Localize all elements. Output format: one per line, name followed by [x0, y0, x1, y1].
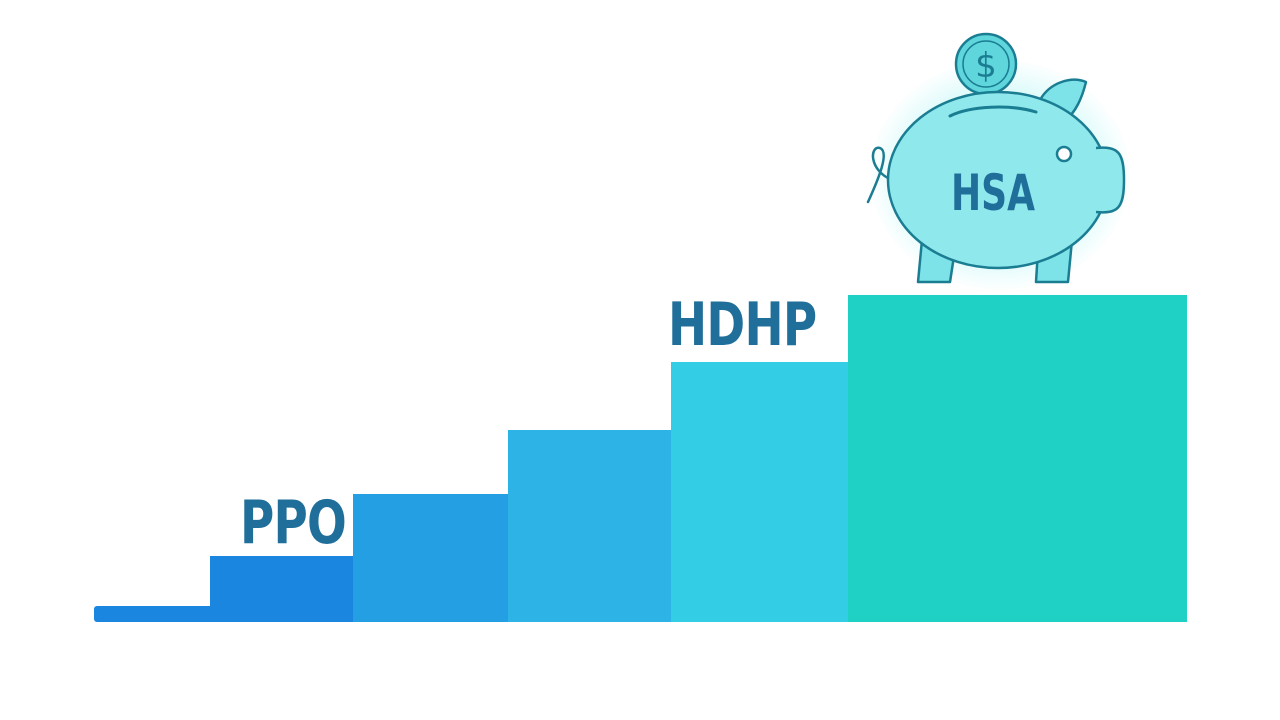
step-ground [94, 606, 210, 622]
coin-symbol: $ [975, 46, 997, 86]
step-hdhp [671, 362, 849, 622]
step-2 [353, 494, 509, 622]
step-ppo [210, 556, 354, 622]
piggy-tail [866, 146, 894, 204]
piggy-bank-group: $ HSA [850, 20, 1150, 300]
hsa-label: HSA [951, 164, 1035, 222]
piggy-bank-icon: $ HSA [866, 32, 1126, 284]
hdhp-label: HDHP [668, 290, 817, 360]
step-hsa-pedestal [848, 295, 1187, 622]
ppo-label: PPO [240, 488, 347, 558]
dollar-coin-icon: $ [954, 32, 1018, 96]
step-3 [508, 430, 672, 622]
